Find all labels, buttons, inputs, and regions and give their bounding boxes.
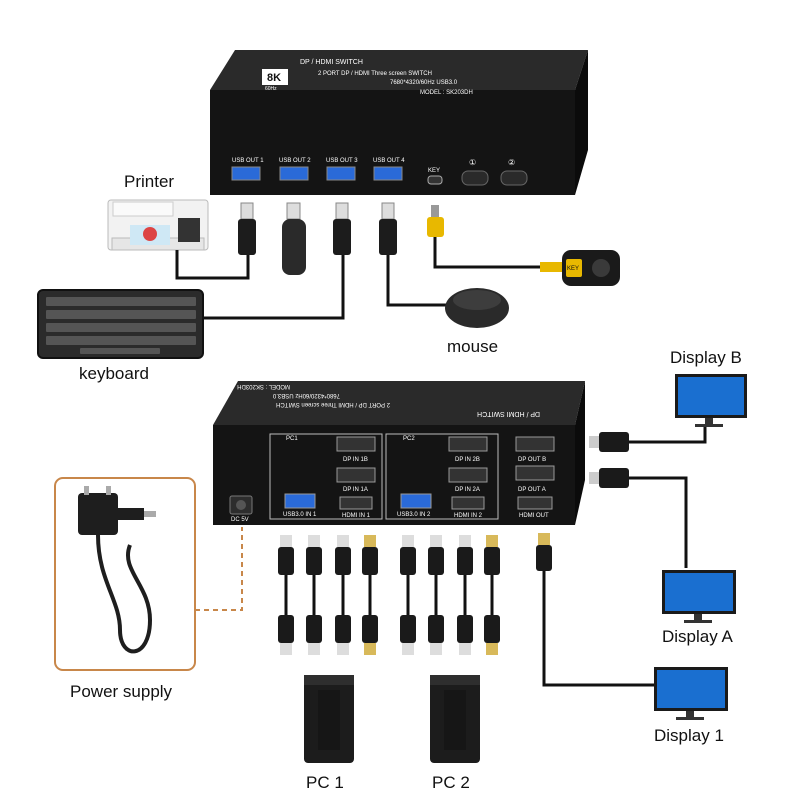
mouse-icon: [445, 288, 509, 328]
pc2-tower: [430, 675, 480, 763]
pc2-usb-label: USB3.0 IN 2: [397, 512, 431, 518]
display-b-monitor: [675, 374, 747, 427]
kvm-switch-rear: DP / HDMI SWITCH 2 PORT DP / HDMI Three …: [213, 381, 585, 525]
rear-line1: 2 PORT DP / HDMI Three screen SWITCH: [276, 401, 390, 407]
rear-model: MODEL : SK203DH: [237, 383, 290, 389]
key-port-label: KEY: [428, 168, 440, 174]
usb-plug-keyboard: [333, 202, 351, 255]
dp-plug-display-b: [589, 432, 629, 452]
cable-display-b: [629, 426, 707, 444]
printer-label: Printer: [124, 172, 175, 191]
pc1-label: PC 1: [306, 773, 344, 792]
key-plug: [427, 205, 444, 237]
display-a-monitor: [662, 570, 736, 623]
usb-out-1-port[interactable]: USB OUT 1: [231, 158, 264, 181]
front-line1: 2 PORT DP / HDMI Three screen SWITCH: [318, 71, 432, 77]
mouse-cable: [386, 255, 452, 307]
pc1-port-group: PC1 DP IN 1B DP IN 1A USB3.0 IN 1 HDMI I…: [269, 433, 383, 520]
dp-out-b-label: DP OUT B: [518, 457, 546, 463]
cable-display-1: [542, 571, 655, 687]
usb-out-3-port[interactable]: USB OUT 3: [326, 158, 358, 181]
usb-out-3-label: USB OUT 3: [326, 158, 358, 164]
pc2-dp-2a-label: DP IN 2A: [455, 487, 480, 493]
pc1-tower: [304, 675, 354, 763]
switch-button-1[interactable]: ①: [461, 158, 489, 186]
power-dashed-link: [195, 527, 243, 611]
kvm-switch-front: DP / HDMI SWITCH 8K 60Hz 2 PORT DP / HDM…: [210, 50, 588, 195]
output-port-group: DP OUT B DP OUT A HDMI OUT: [515, 436, 555, 519]
front-badge-sub: 60Hz: [265, 86, 277, 92]
switch-button-1-label: ①: [469, 158, 476, 167]
power-supply-box: [54, 477, 196, 671]
keyboard-cable: [203, 255, 345, 320]
pc1-dp-1b-label: DP IN 1B: [343, 457, 368, 463]
front-badge-main: 8K: [267, 72, 281, 84]
dc-power-port[interactable]: DC 5V: [229, 495, 253, 523]
pc2-dp-2b-label: DP IN 2B: [455, 457, 480, 463]
pc2-port-group: PC2 DP IN 2B DP IN 2A USB3.0 IN 2 HDMI I…: [385, 433, 499, 520]
pc1-dp-1a-label: DP IN 1A: [343, 487, 368, 493]
usb-out-1-label: USB OUT 1: [232, 158, 264, 164]
switch-button-2[interactable]: ②: [500, 158, 528, 186]
printer-icon: [107, 199, 209, 251]
front-header: DP / HDMI SWITCH: [300, 59, 363, 66]
pc2-hdmi-label: HDMI IN 2: [454, 513, 483, 519]
power-supply-label: Power supply: [70, 682, 173, 701]
hdmi-plug-display-1: [536, 533, 552, 571]
display-b-label: Display B: [670, 348, 742, 367]
rear-line2: 7680*4320/60Hz USB3.0: [272, 392, 340, 398]
pc1-hdmi-label: HDMI IN 1: [342, 513, 371, 519]
mouse-label: mouse: [447, 337, 499, 356]
front-badge: 8K 60Hz: [262, 69, 288, 92]
display-1-monitor: [654, 667, 728, 720]
usb-out-4-port[interactable]: USB OUT 4: [373, 158, 405, 181]
pc1-group-label: PC1: [286, 436, 298, 442]
front-model: MODEL : SK203DH: [420, 90, 473, 96]
key-cable: [433, 237, 565, 269]
dp-plug-display-a: [589, 468, 629, 488]
pc2-cable-bundle: [400, 535, 500, 655]
usb-out-4-label: USB OUT 4: [373, 158, 405, 164]
key-remote[interactable]: KEY: [540, 250, 620, 286]
hdmi-out-label: HDMI OUT: [519, 513, 549, 519]
key-remote-label: KEY: [567, 266, 579, 272]
front-line2: 7680*4320/60Hz USB3.0: [390, 80, 458, 86]
display-1-label: Display 1: [654, 726, 724, 745]
pc1-cable-bundle: [278, 535, 378, 655]
usb-dongle: [282, 202, 306, 275]
cable-display-a: [629, 476, 688, 568]
dc-label: DC 5V: [231, 517, 249, 523]
rear-header: DP / HDMI SWITCH: [477, 410, 540, 417]
usb-plug-printer: [238, 202, 256, 255]
pc2-group-label: PC2: [403, 436, 415, 442]
display-a-label: Display A: [662, 627, 733, 646]
key-port[interactable]: KEY: [427, 168, 443, 185]
switch-button-2-label: ②: [508, 158, 515, 167]
usb-plug-mouse: [379, 202, 397, 255]
pc1-usb-label: USB3.0 IN 1: [283, 512, 317, 518]
usb-out-2-port[interactable]: USB OUT 2: [279, 158, 311, 181]
usb-out-2-label: USB OUT 2: [279, 158, 311, 164]
dp-out-a-label: DP OUT A: [518, 487, 546, 493]
keyboard-label: keyboard: [79, 364, 149, 383]
keyboard-icon: [37, 289, 204, 359]
printer-cable: [175, 250, 250, 280]
pc2-label: PC 2: [432, 773, 470, 792]
